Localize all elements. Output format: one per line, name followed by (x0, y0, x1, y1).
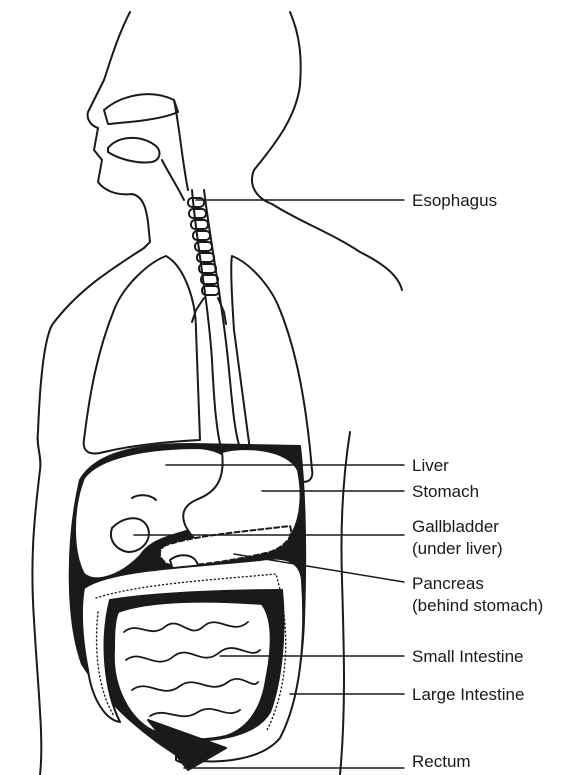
label-gallbladder-note: (under liver) (412, 539, 503, 558)
label-pancreas: Pancreas (412, 574, 484, 593)
label-rectum: Rectum (412, 752, 471, 771)
label-stomach: Stomach (412, 482, 479, 501)
right-torso (340, 432, 350, 775)
head-outline (88, 12, 150, 248)
left-shoulder (38, 248, 144, 432)
nasal-cavity (104, 94, 178, 124)
label-large-intestine: Large Intestine (412, 685, 524, 704)
label-small-intestine: Small Intestine (412, 647, 524, 666)
label-esophagus: Esophagus (412, 191, 497, 210)
right-shoulder (272, 204, 402, 290)
label-liver: Liver (412, 456, 449, 475)
tongue (108, 138, 159, 163)
esophagus-tube-back (204, 190, 240, 448)
left-lung (84, 256, 200, 454)
throat-front (162, 160, 184, 200)
throat-back (174, 100, 188, 190)
face-profile (252, 12, 301, 204)
label-gallbladder: Gallbladder (412, 517, 499, 536)
label-pancreas-note: (behind stomach) (412, 596, 543, 615)
left-torso (32, 432, 41, 775)
